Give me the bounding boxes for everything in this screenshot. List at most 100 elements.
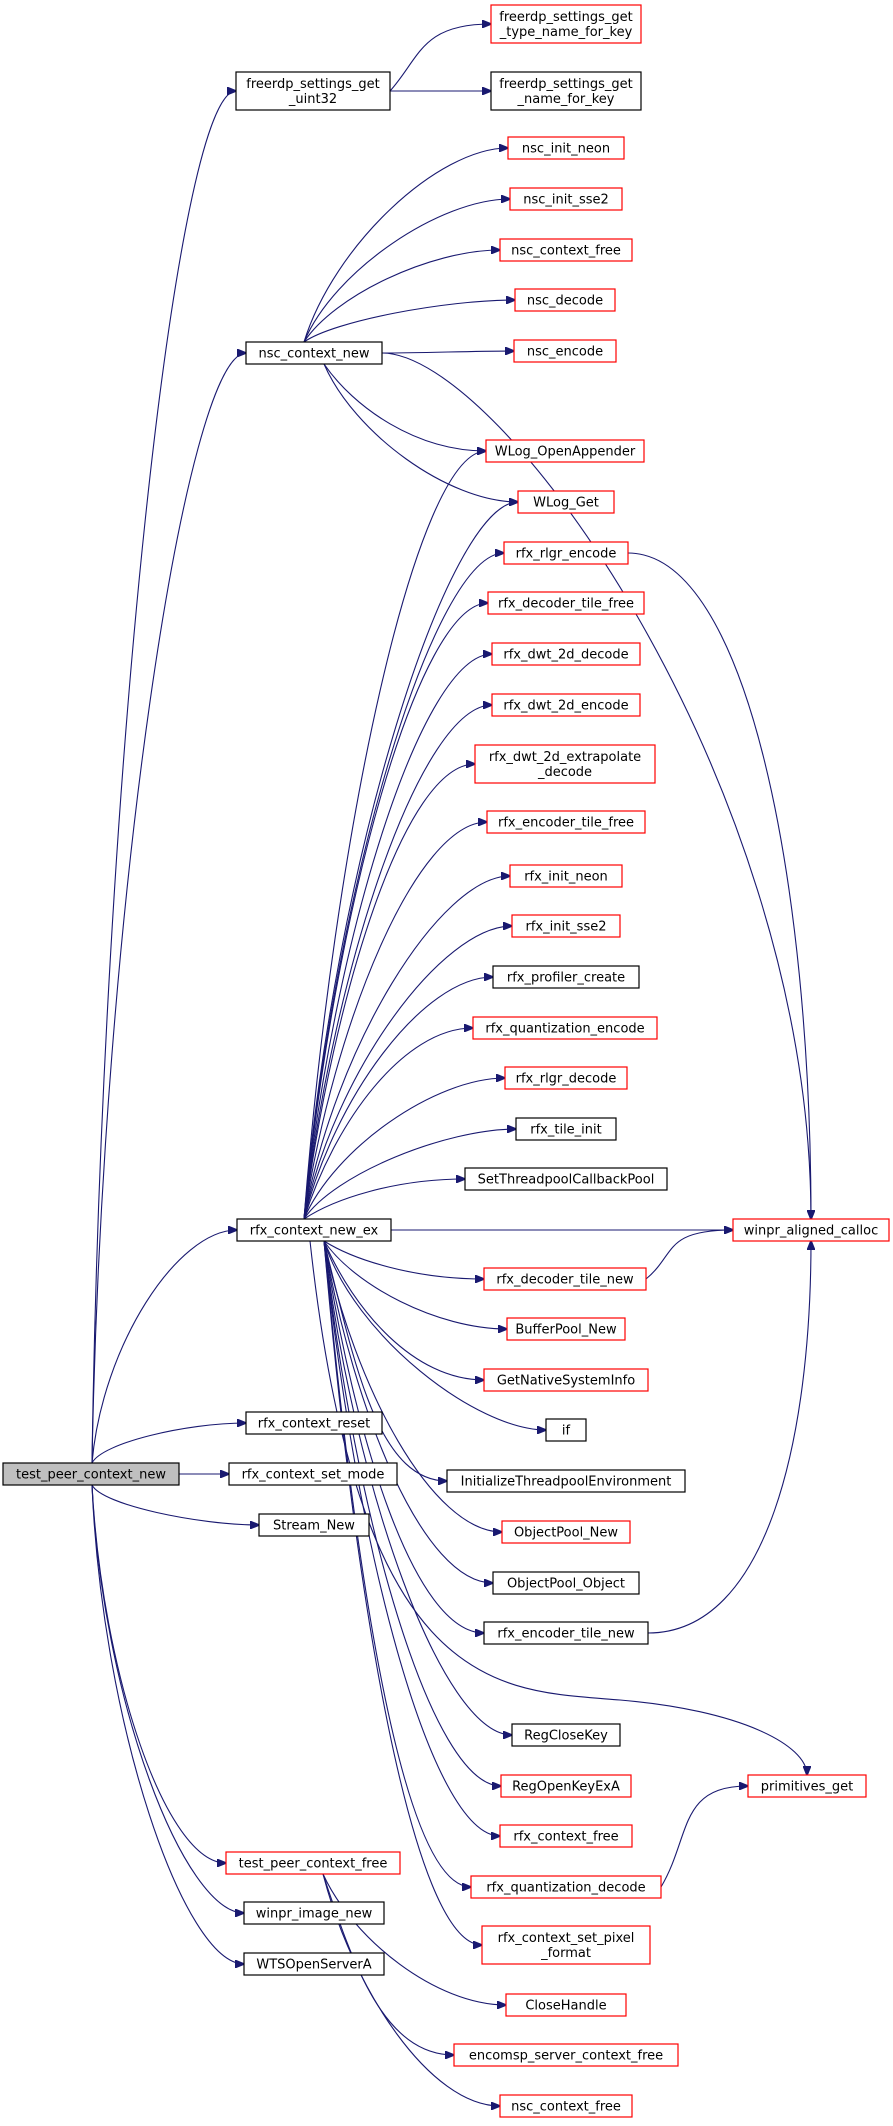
node-label: rfx_context_free (513, 1830, 618, 1845)
edge-root-to-fs_get_uint32 (91, 91, 236, 1464)
node-encomsp_free[interactable]: encomsp_server_context_free (453, 2043, 679, 2067)
node-box (487, 591, 645, 615)
node-nsc_init_neon[interactable]: nsc_init_neon (507, 136, 625, 160)
node-test_peer_free[interactable]: test_peer_context_free (225, 1851, 401, 1875)
node-nsc_context_free_a[interactable]: nsc_context_free (499, 238, 633, 262)
node-quant_encode[interactable]: rfx_quantization_encode (472, 1016, 658, 1040)
node-label: nsc_encode (527, 345, 603, 360)
node-box (501, 1520, 631, 1544)
node-rlgr_encode[interactable]: rfx_rlgr_encode (503, 541, 629, 565)
node-label: winpr_image_new (256, 1907, 373, 1922)
edge-enc_tile_new-to-aligned_calloc (647, 1241, 811, 1634)
node-box (503, 541, 629, 565)
node-label: RegCloseKey (524, 1729, 608, 1744)
node-box (490, 71, 642, 111)
node-box (236, 1218, 392, 1242)
node-rfx_init_neon[interactable]: rfx_init_neon (509, 864, 623, 888)
node-box (228, 1462, 398, 1486)
node-fs_type_name[interactable]: freerdp_settings_get_type_name_for_key (490, 4, 642, 44)
node-label: winpr_aligned_calloc (744, 1224, 878, 1239)
node-dec_tile_free[interactable]: rfx_decoder_tile_free (487, 591, 645, 615)
node-box (243, 1952, 385, 1976)
node-native_sysinfo[interactable]: GetNativeSystemInfo (483, 1368, 649, 1392)
node-wlog_open[interactable]: WLog_OpenAppender (485, 439, 645, 463)
node-root[interactable]: test_peer_context_new (2, 1462, 180, 1486)
node-dec_tile_new[interactable]: rfx_decoder_tile_new (483, 1267, 647, 1291)
node-rlgr_decode[interactable]: rfx_rlgr_decode (504, 1066, 628, 1090)
node-box (515, 1117, 617, 1141)
node-label: _format (540, 1946, 591, 1961)
edge-root-to-wtsopenserver (91, 1484, 244, 1964)
node-label: rfx_profiler_create (507, 971, 625, 986)
node-aligned_calloc[interactable]: winpr_aligned_calloc (732, 1218, 890, 1242)
node-label: GetNativeSystemInfo (497, 1374, 635, 1389)
node-box (513, 339, 617, 363)
node-label: ObjectPool_New (514, 1526, 618, 1541)
node-objpool_new[interactable]: ObjectPool_New (501, 1520, 631, 1544)
node-stream_new[interactable]: Stream_New (258, 1513, 370, 1537)
node-tile_init[interactable]: rfx_tile_init (515, 1117, 617, 1141)
node-primitives_get[interactable]: primitives_get (747, 1774, 867, 1798)
node-set_pixel_format[interactable]: rfx_context_set_pixel_format (481, 1925, 651, 1965)
edge-rfx_context_new_ex-to-profiler_create (303, 977, 493, 1220)
node-init_tp_env[interactable]: InitializeThreadpoolEnvironment (446, 1469, 686, 1493)
node-if_node[interactable]: if (545, 1418, 587, 1442)
node-label: nsc_context_new (258, 347, 369, 362)
node-rfx_context_new_ex[interactable]: rfx_context_new_ex (236, 1218, 392, 1242)
node-objpool_object[interactable]: ObjectPool_Object (492, 1571, 640, 1595)
node-enc_tile_free[interactable]: rfx_encoder_tile_free (486, 810, 646, 834)
node-label: InitializeThreadpoolEnvironment (461, 1475, 672, 1490)
edge-nsc_context_new-to-nsc_context_free_a (303, 250, 500, 343)
node-box (499, 2094, 633, 2118)
node-box (472, 1016, 658, 1040)
node-rfx_context_free[interactable]: rfx_context_free (499, 1824, 633, 1848)
call-edges (91, 24, 811, 2106)
edge-root-to-test_peer_free (91, 1484, 226, 1863)
node-label: rfx_dwt_2d_encode (503, 699, 628, 714)
node-label: WLog_OpenAppender (495, 445, 636, 460)
node-dwt_decode[interactable]: rfx_dwt_2d_decode (491, 642, 641, 666)
node-bufferpool_new[interactable]: BufferPool_New (506, 1317, 626, 1341)
edge-test_peer_free-to-closehandle (322, 1873, 506, 2005)
node-box (511, 1723, 621, 1747)
edge-rfx_context_new_ex-to-rfx_init_sse2 (303, 926, 512, 1220)
edge-root-to-rfx_context_new_ex (91, 1230, 237, 1464)
edge-rlgr_encode-to-aligned_calloc (627, 552, 811, 1219)
edge-rfx_context_new_ex-to-rlgr_encode (303, 553, 504, 1220)
node-nsc_context_free_b[interactable]: nsc_context_free (499, 2094, 633, 2118)
node-label: nsc_init_neon (522, 142, 610, 157)
node-rfx_set_mode[interactable]: rfx_context_set_mode (228, 1462, 398, 1486)
node-label: _decode (537, 765, 592, 780)
node-profiler_create[interactable]: rfx_profiler_create (492, 965, 640, 989)
node-rfx_context_reset[interactable]: rfx_context_reset (245, 1411, 383, 1435)
node-wlog_get[interactable]: WLog_Get (517, 490, 615, 514)
node-closehandle[interactable]: CloseHandle (505, 1993, 627, 2017)
node-label: rfx_context_reset (258, 1417, 371, 1432)
node-fs_name_for_key[interactable]: freerdp_settings_get_name_for_key (490, 71, 642, 111)
node-box (446, 1469, 686, 1493)
node-dwt_encode[interactable]: rfx_dwt_2d_encode (491, 693, 641, 717)
edge-rfx_context_new_ex-to-dwt_encode (303, 705, 492, 1220)
node-nsc_encode[interactable]: nsc_encode (513, 339, 617, 363)
node-dwt_extrap[interactable]: rfx_dwt_2d_extrapolate_decode (474, 744, 656, 784)
node-nsc_context_new[interactable]: nsc_context_new (245, 341, 383, 365)
node-wtsopenserver[interactable]: WTSOpenServerA (243, 1952, 385, 1976)
node-winpr_image_new[interactable]: winpr_image_new (243, 1901, 385, 1925)
node-quant_decode[interactable]: rfx_quantization_decode (470, 1875, 662, 1899)
node-set_tp_cb_pool[interactable]: SetThreadpoolCallbackPool (464, 1167, 668, 1191)
node-regclosekey[interactable]: RegCloseKey (511, 1723, 621, 1747)
node-regopenkeyexa[interactable]: RegOpenKeyExA (500, 1774, 632, 1798)
node-nsc_init_sse2[interactable]: nsc_init_sse2 (509, 187, 623, 211)
edge-nsc_context_new-to-wlog_open (323, 363, 486, 451)
edge-rfx_context_new_ex-to-quant_encode (303, 1028, 473, 1220)
node-label: freerdp_settings_get (499, 10, 632, 25)
node-enc_tile_new[interactable]: rfx_encoder_tile_new (483, 1621, 649, 1645)
node-fs_get_uint32[interactable]: freerdp_settings_get_uint32 (235, 71, 391, 111)
node-label: rfx_decoder_tile_new (496, 1273, 634, 1288)
node-rfx_init_sse2[interactable]: rfx_init_sse2 (511, 914, 621, 938)
edge-rfx_context_new_ex-to-regopenkeyexa (323, 1240, 501, 1786)
edge-nsc_context_new-to-nsc_encode (381, 351, 514, 353)
edge-rfx_context_new_ex-to-rfx_context_free (323, 1240, 500, 1836)
edge-rfx_context_new_ex-to-objpool_new (323, 1240, 502, 1532)
node-nsc_decode[interactable]: nsc_decode (514, 288, 616, 312)
